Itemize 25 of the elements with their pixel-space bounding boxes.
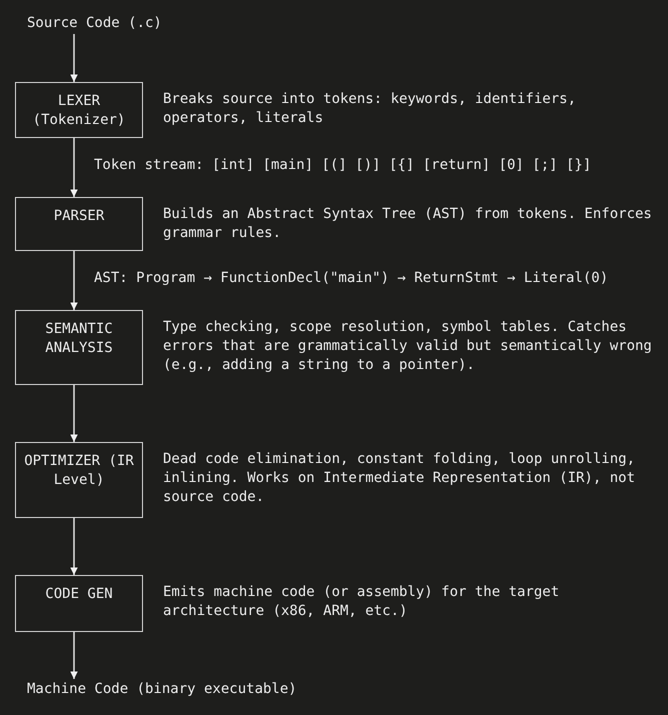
stage-description: Emits machine code (or assembly) for the target architecture (x86, ARM, etc.)	[163, 583, 560, 621]
arrow	[70, 34, 78, 82]
process-box	[15, 310, 143, 385]
stage-description: Builds an Abstract Syntax Tree (AST) from tokens. Enforces grammar rules.	[163, 205, 653, 243]
stage-description: Type checking, scope resolution, symbol tables. Catches errors that are grammatically valid but semantically wrong (e.g., adding a string to a pointer).	[163, 318, 653, 375]
stage-description: Breaks source into tokens: keywords, identifiers, operators, literals	[163, 90, 578, 128]
process-box	[15, 575, 143, 632]
arrow	[70, 518, 78, 575]
box-title: SEMANTIC ANALYSIS	[44, 320, 114, 358]
box-title: PARSER	[52, 207, 106, 226]
arrow	[70, 632, 78, 679]
process-box	[15, 197, 143, 251]
arrow	[70, 385, 78, 442]
box-title: OPTIMIZER (IR Level)	[23, 452, 135, 490]
stage-description: Dead code elimination, constant folding, loop unrolling, inlining. Works on Intermediate Representation (IR), not source code.	[163, 450, 636, 507]
output-label: Machine Code (binary executable)	[27, 680, 302, 699]
arrow	[70, 251, 78, 310]
arrow	[70, 138, 78, 197]
edge-label: AST: Program → FunctionDecl("main") → ReturnStmt → Literal(0)	[94, 268, 608, 288]
process-box	[15, 82, 143, 138]
box-title: LEXER (Tokenizer)	[32, 92, 126, 130]
box-title: CODE GEN	[44, 585, 114, 604]
edge-label: Token stream: [int] [main] [(] [)] [{] [return] [0] [;] [}]	[94, 156, 592, 174]
process-box	[15, 442, 143, 518]
input-label: Source Code (.c)	[27, 14, 177, 33]
